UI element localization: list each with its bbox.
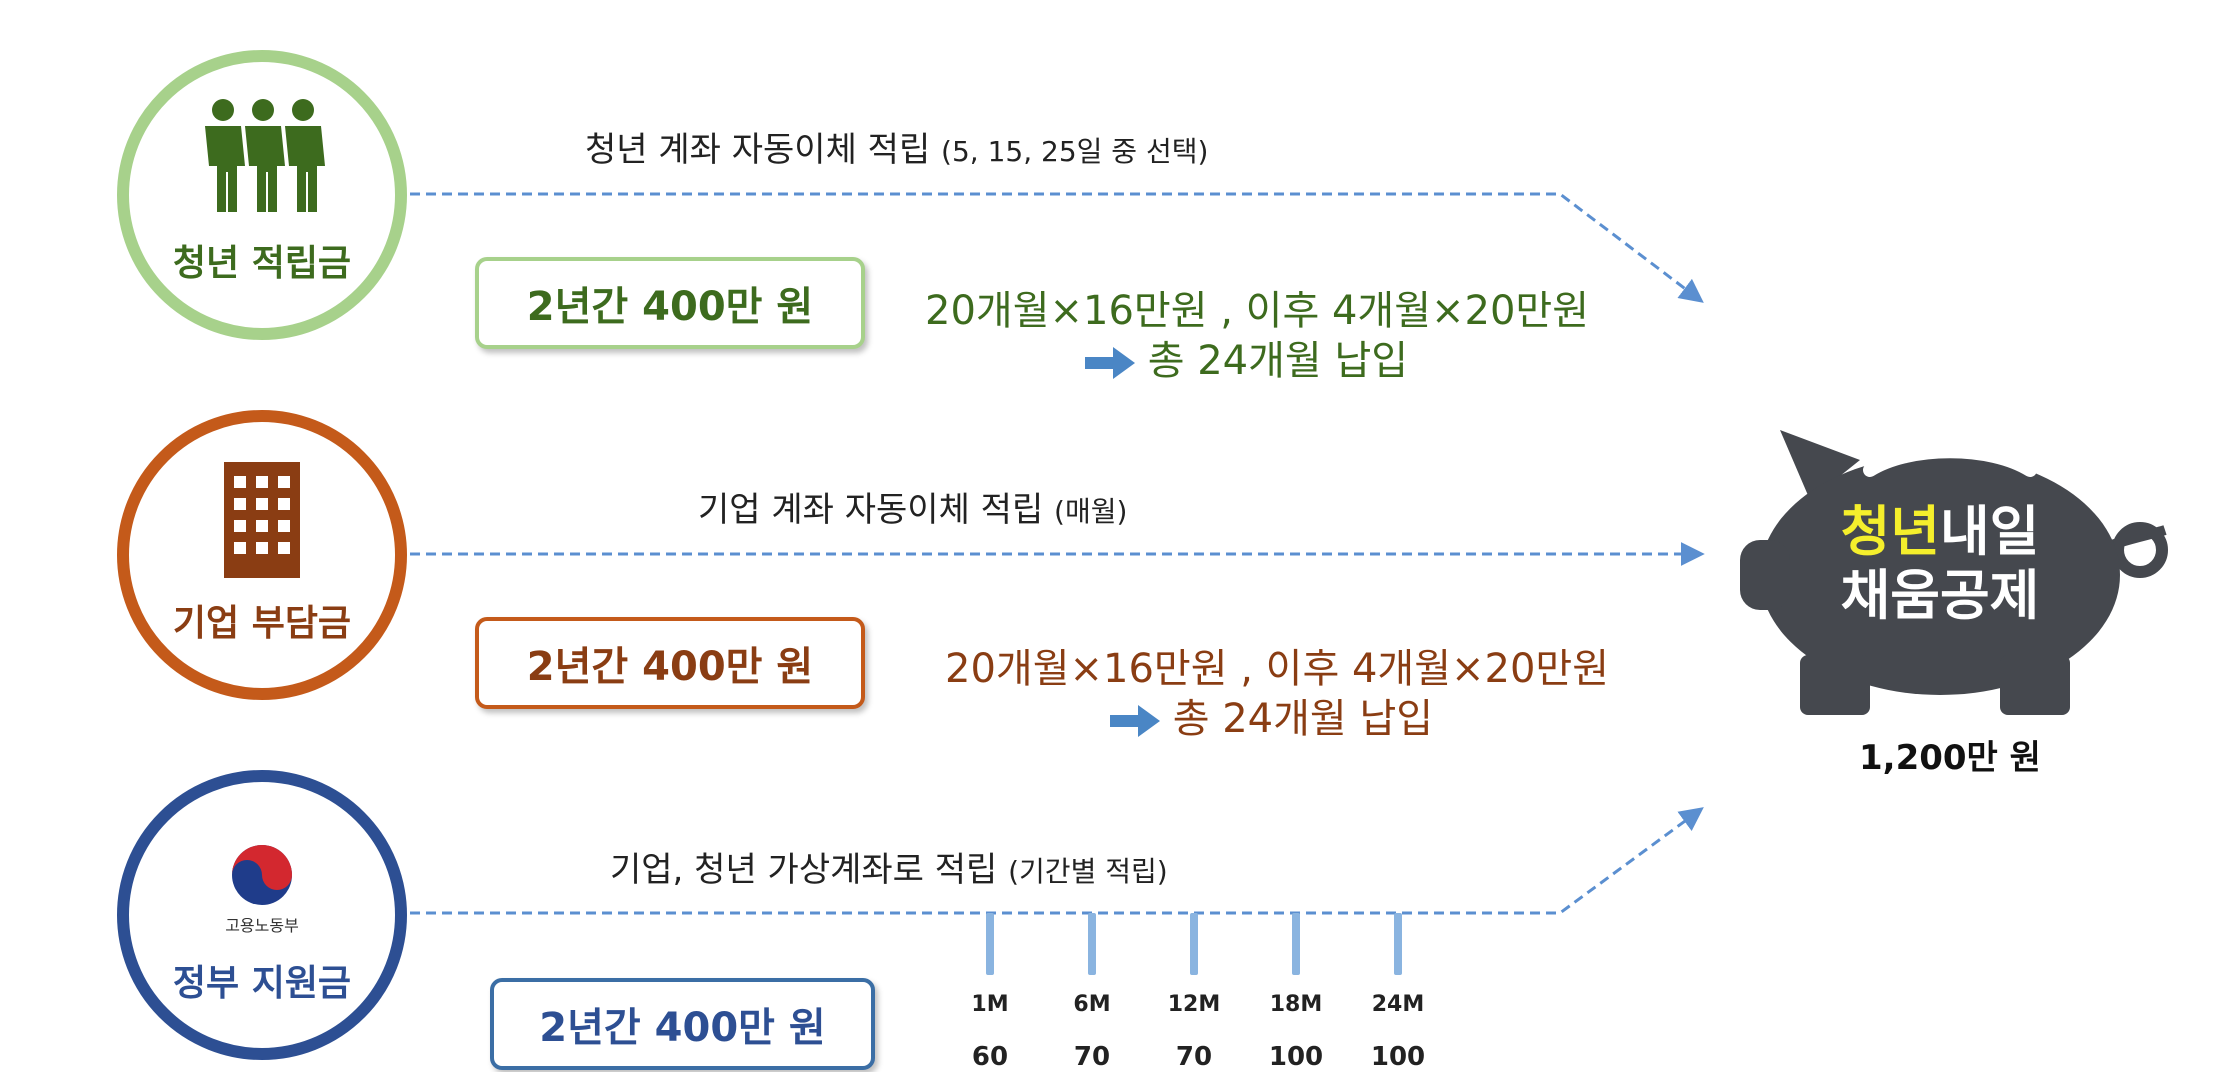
youth-amount: 2년간 400만 원 — [526, 284, 814, 330]
company-flow-text: 기업 계좌 자동이체 적립 (매월) — [698, 482, 1127, 531]
tick-value: 70 — [1073, 1042, 1111, 1072]
piggy-title-highlight: 청년 — [1840, 500, 1940, 563]
tick-label: 24M — [1371, 992, 1425, 1017]
tick-line — [1088, 913, 1096, 975]
gov-amount-box: 2년간 400만 원 — [490, 978, 875, 1070]
company-label: 기업 부담금 — [172, 603, 352, 644]
tick-line — [1394, 913, 1402, 975]
gov-flow-text: 기업, 청년 가상계좌로 적립 (기간별 적립) — [610, 842, 1168, 891]
ministry-logo-icon — [232, 845, 292, 905]
building-icon — [224, 462, 300, 578]
gov-label: 정부 지원금 — [172, 963, 352, 1004]
company-circle: 기업 부담금 — [117, 410, 407, 700]
company-detail-line1: 20개월×16만원 , 이후 4개월×20만원 — [945, 646, 1610, 692]
tick-value: 100 — [1268, 1042, 1324, 1072]
tick-label: 6M — [1073, 992, 1111, 1017]
tick-line — [1292, 913, 1300, 975]
gov-circle: 고용노동부 정부 지원금 — [117, 770, 407, 1060]
piggy-bank-icon — [1740, 430, 2168, 715]
youth-circle: 청년 적립금 — [117, 50, 407, 340]
company-detail-line2: 총 24개월 납입 — [1110, 686, 1433, 744]
tick-value: 100 — [1370, 1042, 1426, 1072]
arrow-gov — [410, 807, 1704, 915]
tick-value: 60 — [971, 1042, 1009, 1072]
company-flow-note: (매월) — [1054, 495, 1128, 528]
tick-label: 18M — [1269, 992, 1323, 1017]
youth-amount-box: 2년간 400만 원 — [475, 257, 865, 349]
gov-flow-main: 기업, 청년 가상계좌로 적립 — [610, 850, 998, 890]
youth-flow-note: (5, 15, 25일 중 선택) — [941, 135, 1209, 168]
youth-label: 청년 적립금 — [172, 243, 352, 284]
youth-flow-main: 청년 계좌 자동이체 적립 — [585, 130, 931, 170]
right-arrow-icon — [1085, 347, 1135, 379]
tick-line — [986, 913, 994, 975]
arrow-youth — [410, 192, 1704, 303]
gov-flow-note: (기간별 적립) — [1008, 855, 1168, 888]
youth-detail-line2: 총 24개월 납입 — [1085, 328, 1408, 386]
company-amount: 2년간 400만 원 — [526, 644, 814, 690]
company-detail-total: 총 24개월 납입 — [1172, 696, 1434, 742]
youth-flow-text: 청년 계좌 자동이체 적립 (5, 15, 25일 중 선택) — [585, 122, 1208, 171]
piggy-title-line2: 채움공제 — [1840, 564, 2040, 627]
right-arrow-icon — [1110, 705, 1160, 737]
company-amount-box: 2년간 400만 원 — [475, 617, 865, 709]
youth-detail-total: 총 24개월 납입 — [1147, 338, 1409, 384]
tick-label: 1M — [971, 992, 1009, 1017]
company-flow-main: 기업 계좌 자동이체 적립 — [698, 490, 1044, 530]
piggy-title: 청년내일 채움공제 — [1780, 500, 2100, 628]
piggy-title-rest: 내일 — [1940, 500, 2040, 563]
tick-value: 70 — [1175, 1042, 1213, 1072]
piggy-title-line1: 청년내일 — [1780, 500, 2100, 564]
tick-line — [1190, 913, 1198, 975]
youth-detail-line1: 20개월×16만원 , 이후 4개월×20만원 — [925, 288, 1590, 334]
people-icon — [205, 99, 325, 212]
gov-amount: 2년간 400만 원 — [539, 1005, 826, 1051]
piggy-total: 1,200만 원 — [1859, 738, 2041, 778]
ministry-caption: 고용노동부 — [225, 916, 299, 935]
tick-label: 12M — [1167, 992, 1221, 1017]
